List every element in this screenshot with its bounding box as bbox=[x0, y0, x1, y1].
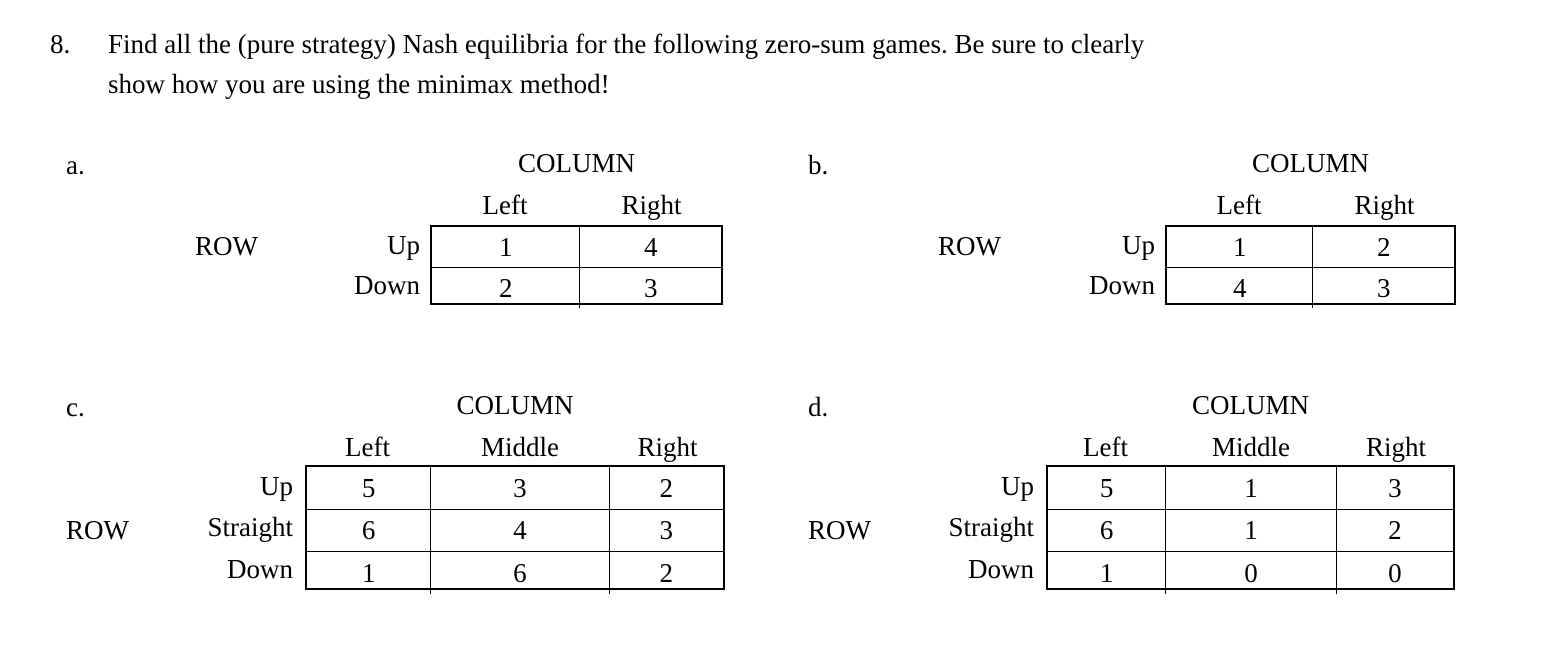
problem-b-row-header-up: Up bbox=[1122, 229, 1155, 260]
problem-c-letter: c. bbox=[66, 392, 85, 422]
problem-d-column-player-label: COLUMN bbox=[1191, 390, 1309, 420]
problem-c-cell-down-left: 1 bbox=[307, 551, 432, 594]
problem-a-column-header-right: Right bbox=[621, 190, 682, 220]
table-row: 4 3 bbox=[1167, 267, 1454, 308]
problem-b-payoff-grid: 1 2 4 3 bbox=[1165, 225, 1456, 308]
problem-d-cell-straight-middle: 1 bbox=[1165, 509, 1337, 552]
table-row: 1 0 0 bbox=[1048, 551, 1453, 594]
problem-c-row-header-up: Up bbox=[260, 470, 293, 501]
problem-d-cell-straight-left: 6 bbox=[1048, 509, 1167, 552]
problem-a-row-header-down: Down bbox=[354, 269, 420, 300]
problem-b-column-player-label: COLUMN bbox=[1251, 148, 1369, 178]
problem-b-cell-down-left: 4 bbox=[1167, 267, 1314, 308]
question-text: Find all the (pure strategy) Nash equili… bbox=[108, 24, 1470, 104]
problem-c-payoff-grid: 5 3 2 6 4 3 1 6 2 bbox=[305, 465, 725, 594]
problem-a-payoff-grid: 1 4 2 3 bbox=[430, 225, 723, 308]
problem-c-cell-up-right: 2 bbox=[608, 467, 723, 510]
problem-a-column-headers: Left Right bbox=[430, 192, 723, 219]
problem-a-row-header-up: Up bbox=[387, 229, 420, 260]
problem-c-cell-down-right: 2 bbox=[608, 551, 723, 594]
problem-c-row-player-label: ROW bbox=[66, 515, 129, 545]
table-row: 1 2 bbox=[1167, 227, 1454, 268]
problem-d-cell-up-right: 3 bbox=[1335, 467, 1453, 510]
problem-d-cell-straight-right: 2 bbox=[1335, 509, 1453, 552]
problem-c-column-header-middle: Middle bbox=[481, 432, 559, 462]
table-row: 6 4 3 bbox=[307, 509, 723, 552]
problem-c-cell-straight-left: 6 bbox=[307, 509, 432, 552]
question-line-2: show how you are using the minimax metho… bbox=[108, 69, 610, 99]
problem-c-column-headers: Left Middle Right bbox=[305, 434, 725, 461]
problem-c-row-header-down: Down bbox=[227, 553, 293, 584]
table-row: 1 6 2 bbox=[307, 551, 723, 594]
problem-b-cell-down-right: 3 bbox=[1312, 267, 1454, 308]
problem-c-column-player-label: COLUMN bbox=[456, 390, 574, 420]
problem-a-row-player-label: ROW bbox=[195, 231, 258, 261]
table-row: 5 1 3 bbox=[1048, 467, 1453, 510]
problem-b-column-header-right: Right bbox=[1354, 190, 1415, 220]
problem-b-cell-up-right: 2 bbox=[1312, 227, 1454, 268]
problem-d-row-headers: Up Straight Down bbox=[901, 465, 1035, 590]
problem-b-cell-up-left: 1 bbox=[1167, 227, 1314, 268]
problem-a-cell-down-left: 2 bbox=[432, 267, 581, 308]
problem-c-cell-straight-middle: 4 bbox=[430, 509, 610, 552]
problem-d-column-headers: Left Middle Right bbox=[1046, 434, 1455, 461]
problem-d-row-header-straight: Straight bbox=[948, 512, 1035, 542]
problem-c-cell-up-middle: 3 bbox=[430, 467, 610, 510]
problem-d-row-header-down: Down bbox=[968, 553, 1034, 584]
problem-b-column-header-left: Left bbox=[1216, 190, 1262, 220]
problem-d-row-header-up: Up bbox=[1001, 470, 1034, 501]
problem-a-row-headers: Up Down bbox=[300, 225, 420, 305]
problem-a-cell-up-left: 1 bbox=[432, 227, 581, 268]
problem-d-column-header-middle: Middle bbox=[1212, 432, 1290, 462]
problem-b-letter: b. bbox=[808, 150, 829, 180]
problem-b-column-headers: Left Right bbox=[1165, 192, 1456, 219]
problem-c-row-header-straight: Straight bbox=[207, 512, 294, 542]
problem-b-row-player-label: ROW bbox=[938, 231, 1001, 261]
question-block: 8. Find all the (pure strategy) Nash equ… bbox=[50, 24, 1470, 104]
table-row: 1 4 bbox=[432, 227, 721, 268]
problem-a-cell-down-right: 3 bbox=[579, 267, 721, 308]
problem-a-letter: a. bbox=[66, 150, 85, 180]
problem-d-cell-down-left: 1 bbox=[1048, 551, 1167, 594]
problem-d-column-header-left: Left bbox=[1083, 432, 1128, 462]
problem-a-column-header-left: Left bbox=[482, 190, 528, 220]
problem-b-row-headers: Up Down bbox=[1035, 225, 1155, 305]
problem-d-cell-down-right: 0 bbox=[1335, 551, 1453, 594]
problem-a-column-player-label: COLUMN bbox=[517, 148, 635, 178]
problem-d-column-header-right: Right bbox=[1365, 432, 1426, 462]
problem-d-row-player-label: ROW bbox=[808, 515, 871, 545]
problem-d-payoff-grid: 5 1 3 6 1 2 1 0 0 bbox=[1046, 465, 1455, 594]
problem-b-row-header-down: Down bbox=[1089, 269, 1155, 300]
problem-c-cell-up-left: 5 bbox=[307, 467, 432, 510]
table-row: 2 3 bbox=[432, 267, 721, 308]
problem-a-cell-up-right: 4 bbox=[579, 227, 721, 268]
problem-c-column-header-right: Right bbox=[637, 432, 698, 462]
problem-d-cell-up-left: 5 bbox=[1048, 467, 1167, 510]
problem-d-cell-up-middle: 1 bbox=[1165, 467, 1337, 510]
table-row: 5 3 2 bbox=[307, 467, 723, 510]
problem-d-letter: d. bbox=[808, 392, 829, 422]
problem-c-row-headers: Up Straight Down bbox=[160, 465, 294, 590]
problem-c-column-header-left: Left bbox=[345, 432, 390, 462]
problem-c-cell-straight-right: 3 bbox=[608, 509, 723, 552]
problem-c-cell-down-middle: 6 bbox=[430, 551, 610, 594]
question-line-1: Find all the (pure strategy) Nash equili… bbox=[108, 29, 1145, 59]
problem-d-cell-down-middle: 0 bbox=[1165, 551, 1337, 594]
table-row: 6 1 2 bbox=[1048, 509, 1453, 552]
question-number: 8. bbox=[50, 29, 71, 59]
